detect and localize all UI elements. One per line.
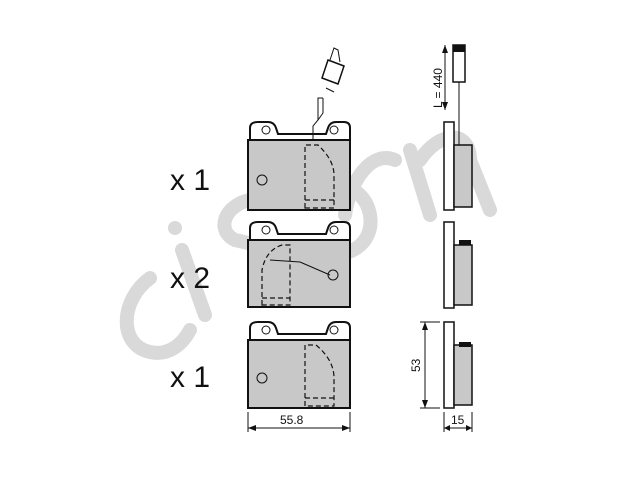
- side-view-bottom: [443, 321, 473, 409]
- quantity-label-top: x 1: [170, 164, 210, 197]
- side-view-top: [443, 44, 473, 211]
- quantity-label-middle: x 2: [170, 262, 210, 295]
- height-value: 53: [409, 358, 423, 372]
- width-dimension: 55.8: [247, 412, 351, 432]
- brake-pad-front-with-sensor: [247, 47, 351, 211]
- thickness-value: 15: [451, 413, 465, 427]
- brake-pad-inner: [247, 221, 351, 308]
- wire-length-value: L = 440: [431, 68, 445, 108]
- quantity-label-bottom: x 1: [170, 361, 210, 394]
- brake-pad-outer: [247, 321, 351, 409]
- thickness-dimension: 15: [443, 412, 473, 432]
- side-view-middle: [443, 221, 473, 309]
- wire-length-dimension: L = 440: [431, 45, 448, 110]
- height-dimension: 53: [409, 321, 440, 409]
- width-value: 55.8: [280, 413, 304, 427]
